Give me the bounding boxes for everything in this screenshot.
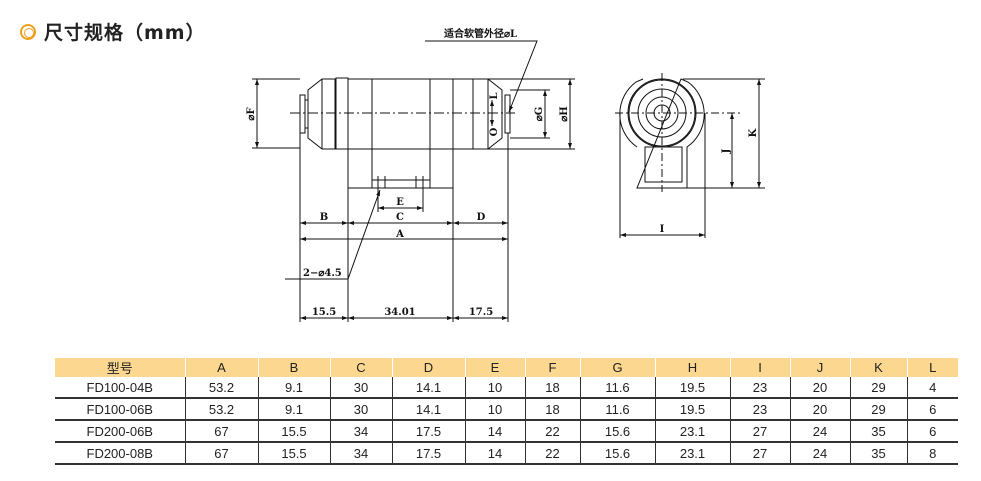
table-cell: 9.1 bbox=[257, 377, 330, 399]
table-cell: 17.5 bbox=[391, 420, 465, 443]
dim-L: L bbox=[489, 92, 500, 99]
table-cell: 29 bbox=[849, 377, 907, 399]
table-cell: 11.6 bbox=[579, 398, 655, 421]
circle-bullet-icon bbox=[20, 23, 36, 40]
title-text: 尺寸规格（mm） bbox=[44, 22, 206, 44]
column-header: I bbox=[729, 358, 790, 377]
table-cell: 19.5 bbox=[654, 377, 730, 399]
holes-label: 2−⌀4.5 bbox=[303, 268, 342, 279]
dim-B: B bbox=[320, 212, 328, 223]
table-cell: 9.1 bbox=[257, 398, 330, 421]
dim-J: J bbox=[721, 148, 732, 154]
table-cell: 20 bbox=[789, 398, 850, 421]
table-cell: 67 bbox=[184, 420, 258, 443]
column-header: H bbox=[654, 358, 730, 377]
section-title: 尺寸规格（mm） bbox=[20, 18, 206, 45]
dim-G: ⌀G bbox=[534, 107, 545, 122]
table-cell: FD100-04B bbox=[55, 377, 185, 399]
column-header: J bbox=[789, 358, 850, 377]
table-cell: 22 bbox=[524, 420, 580, 443]
table-cell: 24 bbox=[789, 442, 850, 465]
table-cell: 53.2 bbox=[184, 398, 258, 421]
table-cell: 30 bbox=[329, 398, 392, 421]
table-cell: 34 bbox=[329, 442, 392, 465]
dim-15-5: 15.5 bbox=[312, 307, 336, 318]
dim-I: I bbox=[660, 224, 665, 235]
front-view bbox=[252, 40, 575, 322]
table-cell: 10 bbox=[464, 398, 525, 421]
dim-K: K bbox=[748, 128, 759, 137]
table-cell: 34 bbox=[329, 420, 392, 443]
side-view bbox=[615, 73, 765, 238]
table-cell: 15.6 bbox=[579, 442, 655, 465]
column-header: E bbox=[464, 358, 525, 377]
table-cell: 15.5 bbox=[257, 420, 330, 443]
table-cell: 19.5 bbox=[654, 398, 730, 421]
table-cell: 14 bbox=[464, 420, 525, 443]
table-cell: 15.6 bbox=[579, 420, 655, 443]
table-cell: 27 bbox=[729, 442, 790, 465]
table-cell: 29 bbox=[849, 398, 907, 421]
table-cell: FD200-06B bbox=[55, 420, 185, 443]
table-cell: 22 bbox=[524, 442, 580, 465]
table-cell: 18 bbox=[524, 377, 580, 399]
table-cell: 14.1 bbox=[391, 398, 465, 421]
table-cell: 14.1 bbox=[391, 377, 465, 399]
column-header: G bbox=[579, 358, 655, 377]
table-cell: 14 bbox=[464, 442, 525, 465]
dim-E: E bbox=[396, 197, 404, 208]
table-cell: 20 bbox=[789, 377, 850, 399]
dim-A: A bbox=[395, 229, 404, 240]
column-header: D bbox=[391, 358, 465, 377]
table-cell: FD100-06B bbox=[55, 398, 185, 421]
table-cell: 8 bbox=[906, 442, 958, 465]
table-cell: 23 bbox=[729, 398, 790, 421]
hose-diameter-label: 适合软管外径⌀L bbox=[444, 27, 517, 40]
table-cell: 6 bbox=[906, 398, 958, 421]
table-cell: 27 bbox=[729, 420, 790, 443]
column-header: F bbox=[524, 358, 580, 377]
table-cell: 53.2 bbox=[184, 377, 258, 399]
dim-H: ⌀H bbox=[559, 106, 570, 121]
table-cell: FD200-08B bbox=[55, 442, 185, 465]
dim-C: C bbox=[396, 212, 404, 223]
table-cell: 6 bbox=[906, 420, 958, 443]
table-cell: 35 bbox=[849, 420, 907, 443]
column-header: C bbox=[329, 358, 392, 377]
table-cell: 10 bbox=[464, 377, 525, 399]
table-cell: 23 bbox=[729, 377, 790, 399]
dim-34-01: 34.01 bbox=[384, 307, 415, 318]
table-cell: 11.6 bbox=[579, 377, 655, 399]
column-header: 型号 bbox=[55, 358, 185, 377]
table-cell: 24 bbox=[789, 420, 850, 443]
table-cell: 67 bbox=[184, 442, 258, 465]
table-cell: 35 bbox=[849, 442, 907, 465]
column-header: B bbox=[257, 358, 330, 377]
dim-17-5: 17.5 bbox=[469, 307, 493, 318]
dim-F: ⌀F bbox=[246, 107, 257, 120]
dim-O: O bbox=[489, 127, 500, 136]
table-cell: 4 bbox=[906, 377, 958, 399]
column-header: A bbox=[184, 358, 258, 377]
table-cell: 15.5 bbox=[257, 442, 330, 465]
table-cell: 17.5 bbox=[391, 442, 465, 465]
table-cell: 23.1 bbox=[654, 420, 730, 443]
dim-D: D bbox=[477, 212, 486, 223]
table-cell: 30 bbox=[329, 377, 392, 399]
table-cell: 18 bbox=[524, 398, 580, 421]
column-header: K bbox=[849, 358, 907, 377]
column-header: L bbox=[906, 358, 958, 377]
table-cell: 23.1 bbox=[654, 442, 730, 465]
